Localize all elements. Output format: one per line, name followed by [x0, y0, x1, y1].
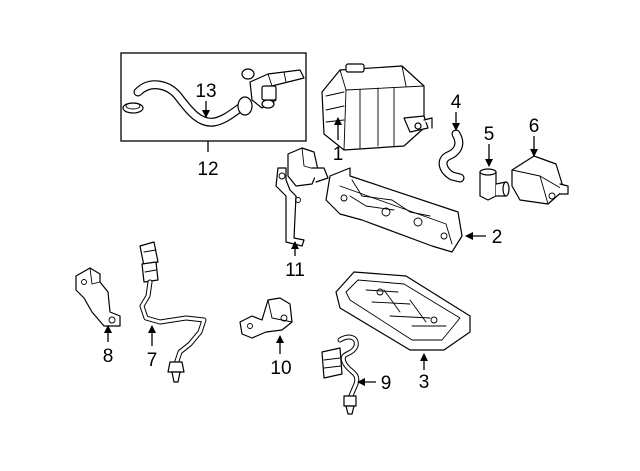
inset-frame: [120, 52, 307, 142]
sensor-bracket-10: [239, 297, 293, 339]
inset-hose-assembly: [120, 52, 307, 152]
callout-7: 7: [147, 350, 158, 371]
callout-1: 1: [333, 144, 344, 165]
canister-bracket: [325, 167, 463, 253]
vent-filter: [511, 155, 569, 205]
hose-clamp-left: [122, 102, 144, 114]
callout-3: 3: [419, 372, 430, 393]
callout-10: 10: [270, 358, 291, 379]
callout-2: 2: [492, 227, 503, 248]
callout-11: 11: [285, 260, 305, 281]
connector-tee: [479, 168, 510, 201]
callout-9: 9: [381, 373, 392, 394]
oxygen-sensor-upstream: [139, 241, 207, 383]
vent-hose: [438, 129, 465, 183]
hose-clamp-right: [237, 96, 253, 116]
callout-6: 6: [529, 116, 540, 137]
purge-valve-inset: [241, 68, 305, 109]
callout-12: 12: [197, 159, 218, 180]
purge-hose: [133, 80, 251, 127]
canister-lower-cover: [335, 271, 471, 351]
charcoal-canister: [321, 63, 433, 151]
callout-13: 13: [195, 81, 216, 102]
callout-8: 8: [103, 346, 114, 367]
oxygen-sensor-downstream: [321, 334, 360, 415]
sensor-bracket: [75, 267, 121, 327]
callout-4: 4: [451, 92, 462, 113]
callout-5: 5: [484, 124, 495, 145]
purge-valve-bracket: [275, 147, 329, 247]
